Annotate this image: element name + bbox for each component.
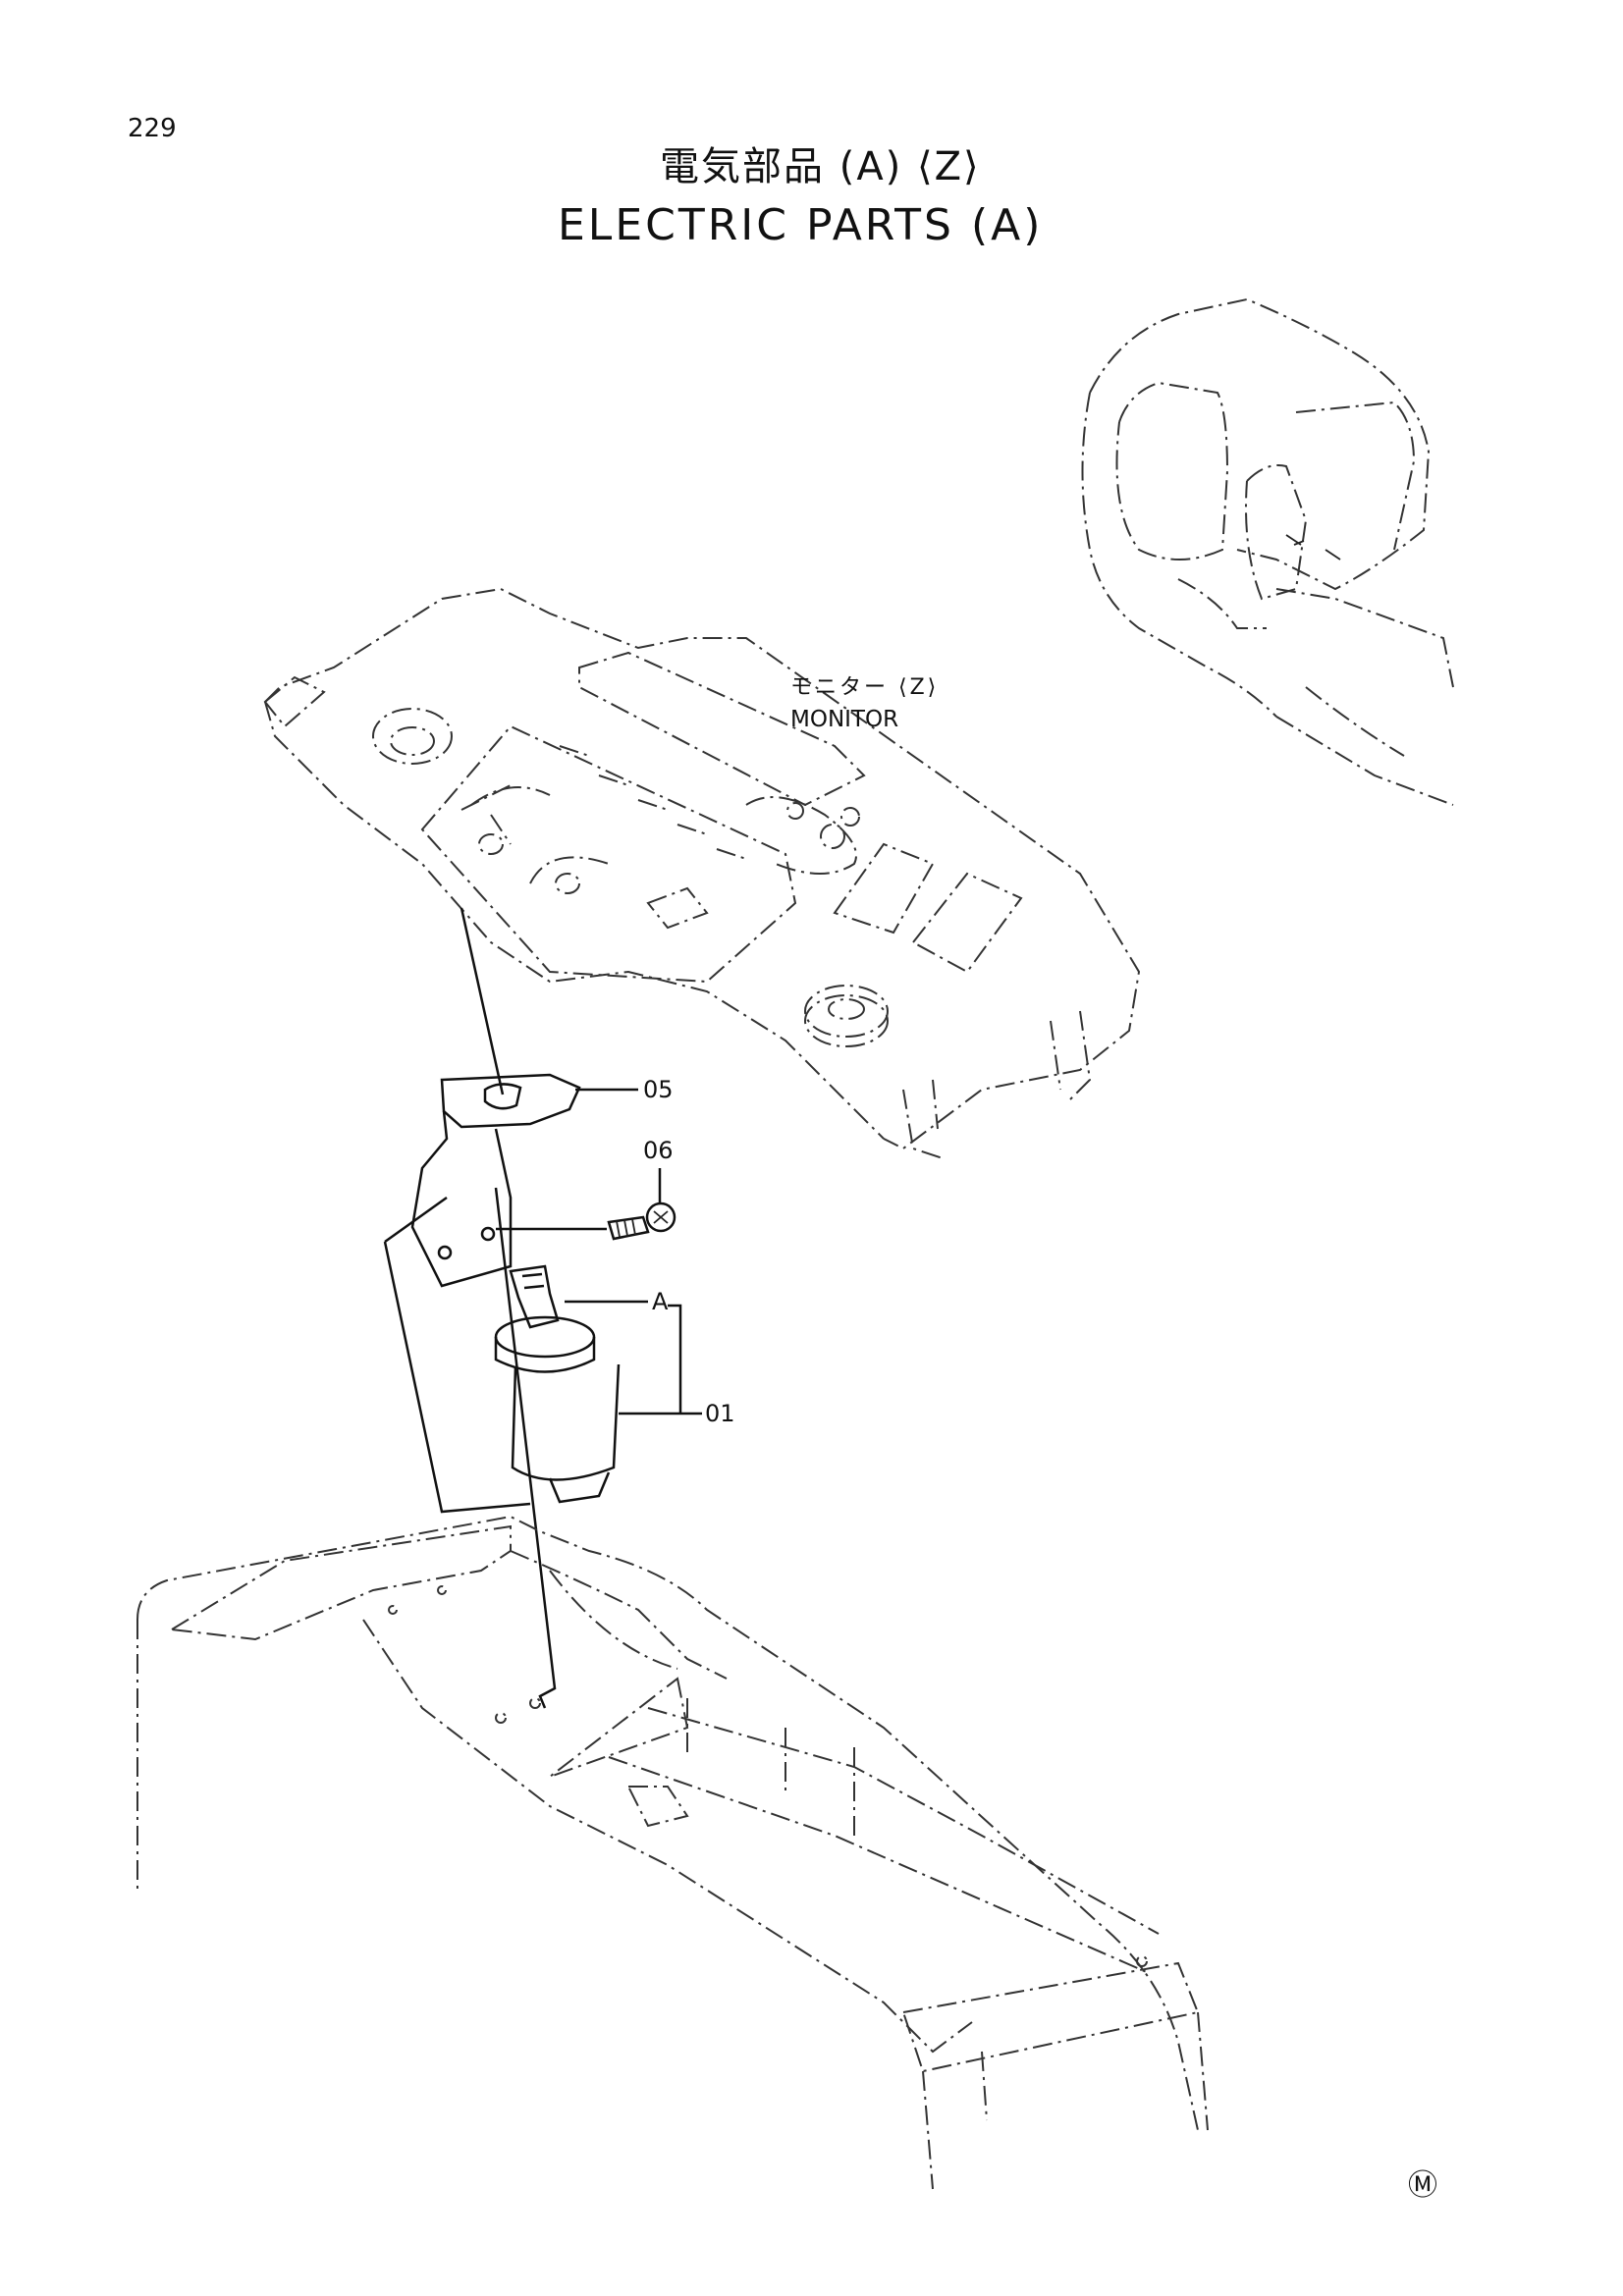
callout-05: 05 [643, 1076, 674, 1103]
callout-01: 01 [705, 1400, 735, 1427]
monitor-panel [263, 587, 1141, 1159]
cab-illustration [1081, 297, 1454, 806]
leader-monitor-to-bracket [460, 907, 505, 1095]
leader-lines-console [383, 1187, 557, 1709]
monitor-label-english: MONITOR [790, 707, 899, 732]
title-japanese: 電気部品 (A) ⟨Z⟩ [660, 144, 981, 189]
screw-06 [496, 1168, 676, 1241]
callout-06: 06 [643, 1137, 674, 1164]
corner-mark-icon: Ⓜ [1408, 2168, 1437, 2203]
monitor-label-japanese: モニター ⟨Z⟩ [790, 675, 940, 700]
bracket-05 [410, 1073, 638, 1288]
callout-a: A [652, 1288, 669, 1315]
console-illustration [136, 1515, 1209, 2190]
title-english: ELECTRIC PARTS (A) [558, 200, 1044, 250]
key-switch-01 [494, 1264, 702, 1504]
page-number: 229 [128, 114, 177, 143]
